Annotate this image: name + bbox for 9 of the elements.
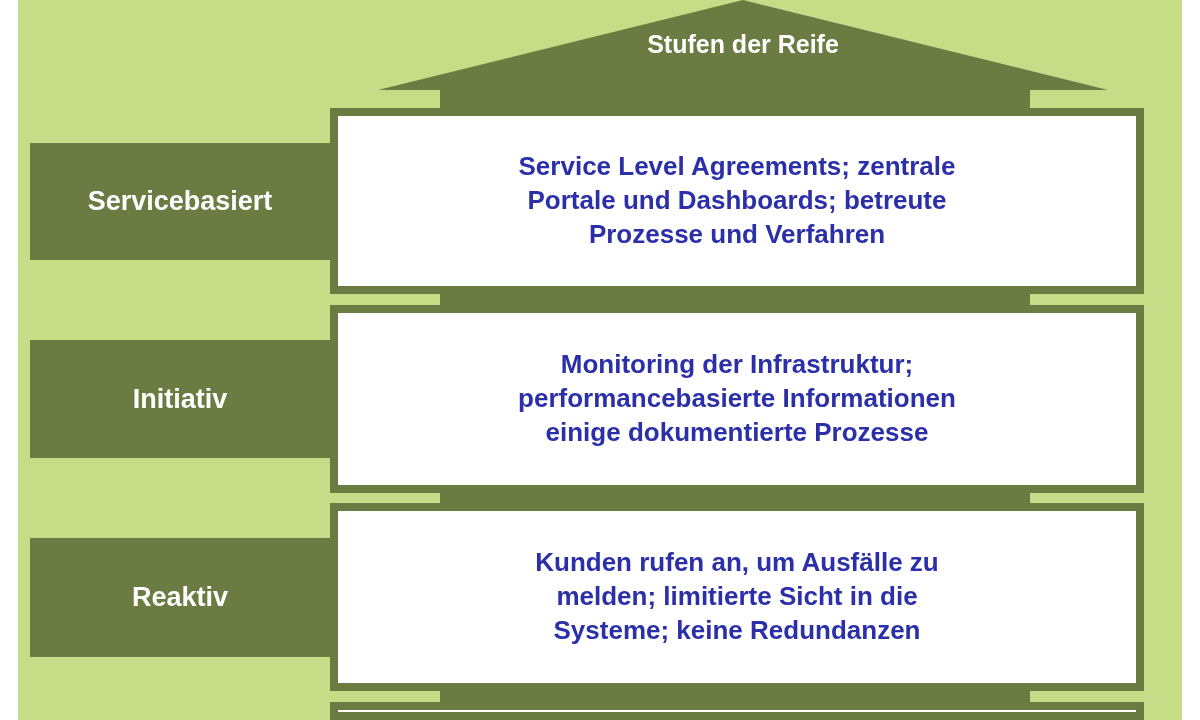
level-tab: Reaktiv [30, 538, 330, 657]
description-box [330, 702, 1144, 720]
description-text: Monitoring der Infrastruktur; performancebasierte Informationen einige dokumentierte Prozesse [517, 348, 957, 449]
description-text: Kunden rufen an, um Ausfälle zu melden; limitierte Sicht in die Systeme; keine Redundanzen [534, 546, 940, 647]
roof-title: Stufen der Reife [647, 30, 839, 59]
level-tab: Servicebasiert [30, 143, 330, 260]
level-tab: Initiativ [30, 340, 330, 458]
roof-shape [378, 0, 1108, 108]
description-text: Service Level Agreements; zentrale Portale und Dashboards; betreute Prozesse und Verfahren [517, 150, 957, 251]
